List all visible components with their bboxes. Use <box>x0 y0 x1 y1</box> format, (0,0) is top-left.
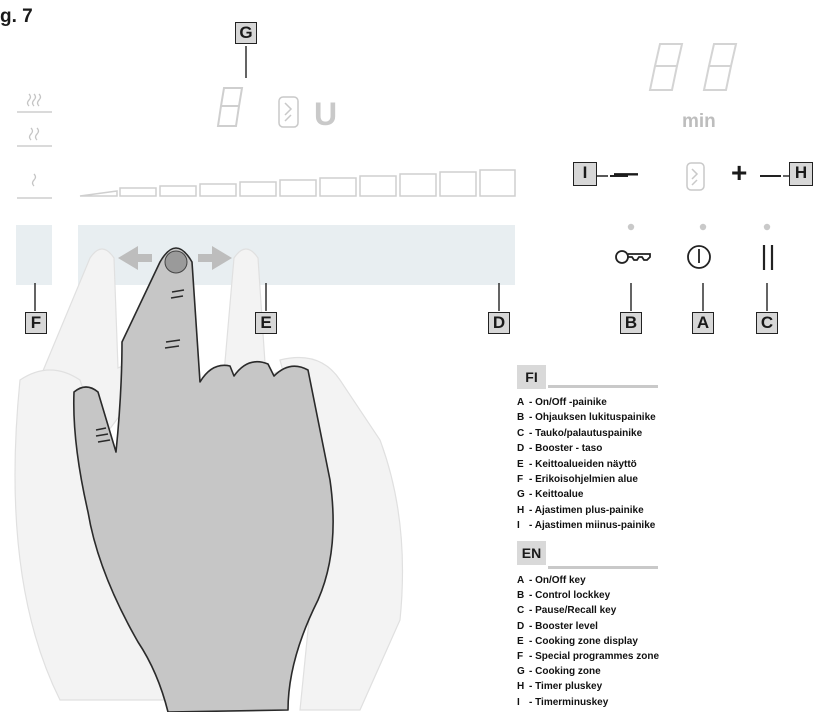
legend-key: C <box>517 605 525 617</box>
legend-fi-item-b: B - Ohjauksen lukituspainike <box>517 412 656 423</box>
legend-fi-item-c: C - Tauko/palautuspainike <box>517 428 642 439</box>
timer-digits <box>648 43 738 91</box>
legend-text: - Pause/Recall key <box>529 605 617 617</box>
legend-key: E <box>517 635 524 647</box>
timer-plus-symbol: + <box>731 157 748 188</box>
pause-icon[interactable] <box>762 245 774 270</box>
legend-fi-tab: FI <box>517 365 546 389</box>
legend-en-item-e: E - Cooking zone display <box>517 636 638 647</box>
legend-en-item-f: F - Special programmes zone <box>517 651 659 662</box>
legend-key: F <box>517 651 524 662</box>
callout-a: A <box>692 312 714 334</box>
callout-d: D <box>488 312 510 334</box>
callout-leaders <box>34 46 768 311</box>
power-level-bars <box>79 169 516 197</box>
key-lock-icon[interactable] <box>615 250 651 264</box>
legend-text: - Ajastimen plus-painike <box>529 504 644 516</box>
legend-en-item-d: D - Booster level <box>517 621 598 632</box>
special-programmes-icons <box>17 93 52 199</box>
callout-f: F <box>25 312 47 334</box>
hand-creases <box>95 289 185 443</box>
legend-en-item-a: A - On/Off key <box>517 575 586 586</box>
timer-hand-small-icon <box>686 162 705 191</box>
cooking-zone-digit <box>216 87 244 127</box>
legend-key: D <box>517 443 525 455</box>
legend-text: - Special programmes zone <box>529 651 660 662</box>
left-arrow-icon <box>118 246 152 270</box>
legend-fi-item-h: H - Ajastimen plus-painike <box>517 505 644 516</box>
legend-text: - On/Off key <box>529 575 586 586</box>
timer-unit-label: min <box>682 111 716 132</box>
legend-fi-item-d: D - Booster - taso <box>517 443 602 454</box>
legend-key: B <box>517 412 525 424</box>
finger-contact-point <box>164 250 188 274</box>
legend-text: - Keittoalueiden näyttö <box>529 458 637 470</box>
display-unit-letter: U <box>314 96 338 132</box>
callout-b: B <box>620 312 642 334</box>
legend-text: - Cooking zone display <box>529 635 638 647</box>
legend-fi-item-a: A - On/Off -painike <box>517 397 607 408</box>
heat-low-icon <box>17 173 52 199</box>
legend-fi-item-g: G - Keittoalue <box>517 489 583 500</box>
special-programmes-zone[interactable] <box>16 225 52 285</box>
legend-text: - Keittoalue <box>529 489 584 501</box>
figure-title: g. 7 <box>0 6 33 27</box>
legend-key: H <box>517 504 525 516</box>
legend-text: - Timerminuskey <box>529 696 609 708</box>
legend-fi-item-f: F - Erikoisohjelmien alue <box>517 474 638 485</box>
legend-key: G <box>517 489 525 501</box>
callout-e: E <box>255 312 277 334</box>
legend-en-underline <box>548 566 658 569</box>
legend-fi-item-i: I - Ajastimen miinus-painike <box>517 520 655 531</box>
legend-text: - Booster level <box>529 620 598 632</box>
callout-c: C <box>756 312 778 334</box>
heat-high-icon <box>17 93 52 113</box>
legend-text: - Booster - taso <box>529 443 603 455</box>
legend-key: I <box>517 520 520 532</box>
legend-fi-underline <box>548 385 658 388</box>
legend-key: C <box>517 427 525 439</box>
legend-key: D <box>517 620 525 632</box>
legend-fi-item-e: E - Keittoalueiden näyttö <box>517 459 637 470</box>
legend-text: - Timer pluskey <box>529 681 603 693</box>
legend-text: - Erikoisohjelmien alue <box>529 474 638 485</box>
legend-en-item-g: G - Cooking zone <box>517 666 601 677</box>
legend-key: B <box>517 590 525 602</box>
callout-i: I <box>573 162 597 186</box>
legend-text: - Control lockkey <box>529 590 611 602</box>
legend-key: I <box>517 696 520 708</box>
callout-h: H <box>789 162 813 186</box>
timer-minus-symbol: — <box>614 160 638 187</box>
legend-key: E <box>517 458 524 470</box>
right-arrow-icon <box>198 246 232 270</box>
heat-medium-icon <box>17 127 52 147</box>
callout-g: G <box>235 22 257 44</box>
indicator-dots <box>627 223 771 231</box>
legend-text: - Ajastimen miinus-painike <box>529 520 656 532</box>
legend-text: - On/Off -painike <box>529 397 607 408</box>
legend-en-item-b: B - Control lockkey <box>517 590 610 601</box>
timer-hand-icon <box>278 96 299 128</box>
pointing-hand <box>72 247 334 712</box>
power-icon[interactable] <box>687 245 711 269</box>
legend-text: - Tauko/palautuspainike <box>529 427 643 439</box>
legend-key: A <box>517 397 525 408</box>
legend-en-tab: EN <box>517 541 546 565</box>
legend-key: H <box>517 681 525 693</box>
legend-en-item-c: C - Pause/Recall key <box>517 605 616 616</box>
legend-key: A <box>517 575 525 586</box>
legend-key: F <box>517 474 524 485</box>
legend-en-item-i: I - Timerminuskey <box>517 697 608 708</box>
legend-key: G <box>517 666 525 678</box>
legend-text: - Cooking zone <box>529 666 601 678</box>
legend-en-item-h: H - Timer pluskey <box>517 681 602 692</box>
legend-text: - Ohjauksen lukituspainike <box>529 412 656 424</box>
